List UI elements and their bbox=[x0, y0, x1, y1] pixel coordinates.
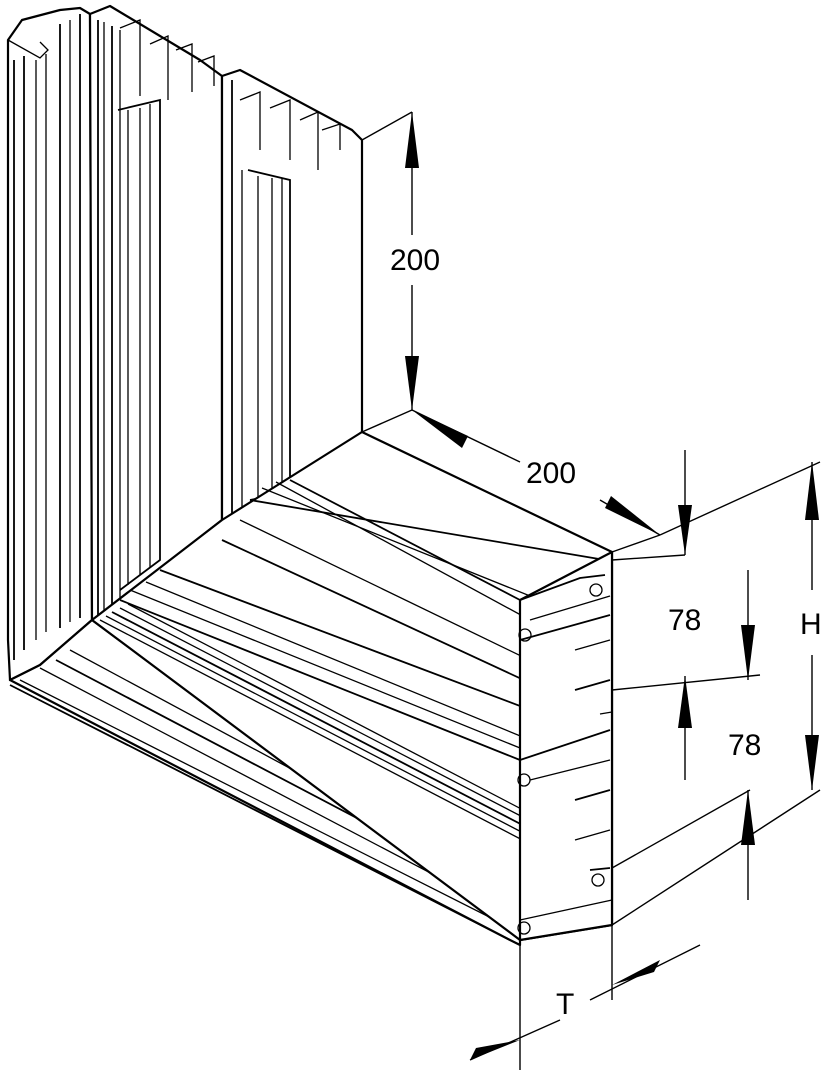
horizontal-leg bbox=[8, 430, 614, 947]
dim-horizontal-200: 200 bbox=[526, 457, 576, 490]
dim-vertical-200: 200 bbox=[390, 244, 440, 277]
dim-lower-78: 78 bbox=[728, 729, 761, 762]
vertical-leg bbox=[6, 4, 364, 682]
dim-upper-78: 78 bbox=[668, 604, 701, 637]
dim-height-H: H bbox=[800, 608, 822, 641]
dim-depth-T: T bbox=[556, 988, 574, 1021]
dimension-lines bbox=[361, 111, 821, 1070]
